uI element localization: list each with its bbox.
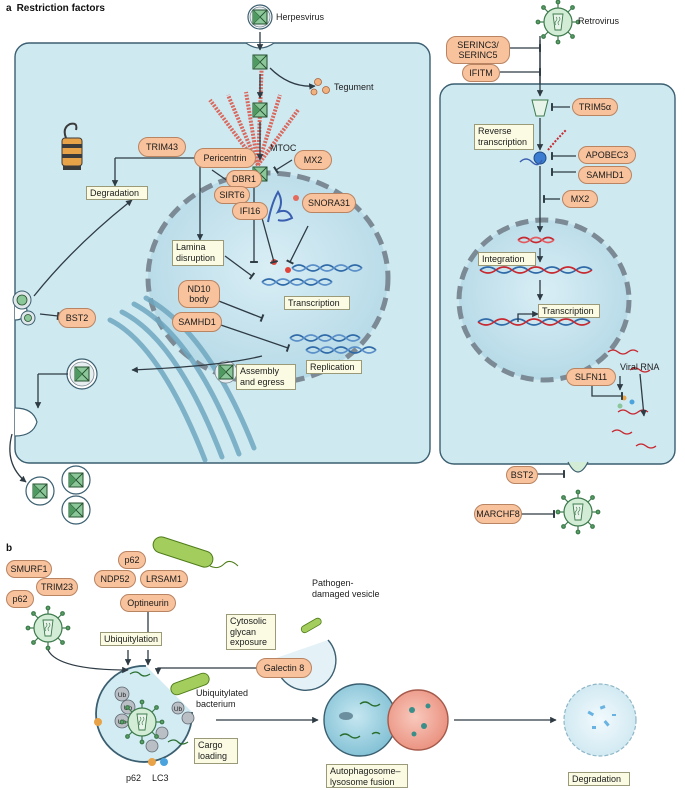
nd10-body-factor: ND10 body: [178, 280, 220, 308]
ifi16-factor: IFI16: [232, 202, 268, 220]
serinc-factor: SERINC3/ SERINC5: [446, 36, 510, 64]
released-virions: [25, 465, 91, 525]
lamina-disruption-step: Lamina disruption: [172, 240, 224, 266]
sirt6-factor: SIRT6: [214, 186, 250, 204]
snorna-hairpin: [267, 190, 294, 223]
apobec3-factor: APOBEC3: [578, 146, 636, 164]
golgi-stacks: [107, 295, 257, 463]
cargo-loading-step: Cargo loading: [194, 738, 238, 764]
viral-rna-label: Viral RNA: [620, 362, 660, 372]
autophagosome-lysosome-fusion-step: Autophagosome– lysosome fusion: [326, 764, 408, 788]
pericentrin-factor: Pericentrin: [194, 148, 256, 168]
bacterium: [152, 536, 239, 569]
retrovirus-label: Retrovirus: [578, 16, 620, 26]
degradation-final-step: Degradation: [568, 772, 630, 786]
ub-label: Ub: [118, 692, 127, 699]
ifitm-factor: IFITM: [462, 64, 500, 82]
lysosome: [387, 689, 449, 751]
p62-top-factor: p62: [118, 551, 146, 569]
herpesvirus-label: Herpesvirus: [276, 12, 325, 22]
mtoc-label: MTOC: [270, 143, 297, 153]
proteasome-icon: [61, 122, 83, 170]
trim5a-factor: TRIM5α: [572, 98, 618, 116]
samhd1-retro-factor: SAMHD1: [578, 166, 632, 184]
snora31-factor: SNORA31: [302, 193, 356, 213]
lc3-label: LC3: [152, 773, 169, 783]
transcription-retro-step: Transcription: [538, 304, 600, 318]
ub-label: Ub: [174, 706, 183, 713]
panel-a-header: a Restriction factors: [6, 3, 105, 14]
bst2-herpes-factor: BST2: [58, 308, 96, 328]
panel-a-title: Restriction factors: [16, 3, 105, 14]
smurf1-factor: SMURF1: [6, 560, 52, 578]
p62-left-factor: p62: [6, 590, 34, 608]
replication-step: Replication: [306, 360, 362, 374]
lrsam1-factor: LRSAM1: [140, 570, 188, 588]
autophagosome: [323, 683, 397, 757]
pathogen-damaged-vesicle-label: Pathogen- damaged vesicle: [312, 578, 380, 599]
integration-step: Integration: [478, 252, 536, 266]
trim43-factor: TRIM43: [138, 137, 186, 157]
degraded-vesicle: [563, 683, 637, 757]
galectin8-factor: Galectin 8: [256, 658, 312, 678]
trim23-factor: TRIM23: [36, 578, 78, 596]
ubiquitylation-step: Ubiquitylation: [100, 632, 162, 646]
panel-b-letter: b: [6, 543, 13, 554]
reverse-transcription-step: Reverse transcription: [474, 124, 534, 150]
tegument-label: Tegument: [334, 82, 374, 92]
cytosolic-glycan-exposure-step: Cytosolic glycan exposure: [226, 614, 276, 650]
panel-a-letter: a: [6, 3, 12, 14]
optineurin-factor: Optineurin: [120, 594, 176, 612]
slfn11-factor: SLFN11: [566, 368, 616, 386]
bst2-retro-factor: BST2: [506, 466, 538, 484]
mx2-herpes-factor: MX2: [294, 150, 332, 170]
marchf8-factor: MARCHF8: [474, 504, 522, 524]
assembly-egress-step: Assembly and egress: [236, 364, 296, 390]
p62-label: p62: [126, 773, 142, 783]
samhd1-herpes-factor: SAMHD1: [172, 312, 222, 332]
degradation-step: Degradation: [86, 186, 148, 200]
ubiquitylated-bacterium-label: Ubiquitylated bacterium: [196, 688, 249, 709]
transcription-herpes-step: Transcription: [284, 296, 350, 310]
mx2-retro-factor: MX2: [562, 190, 598, 208]
ndp52-factor: NDP52: [94, 570, 136, 588]
